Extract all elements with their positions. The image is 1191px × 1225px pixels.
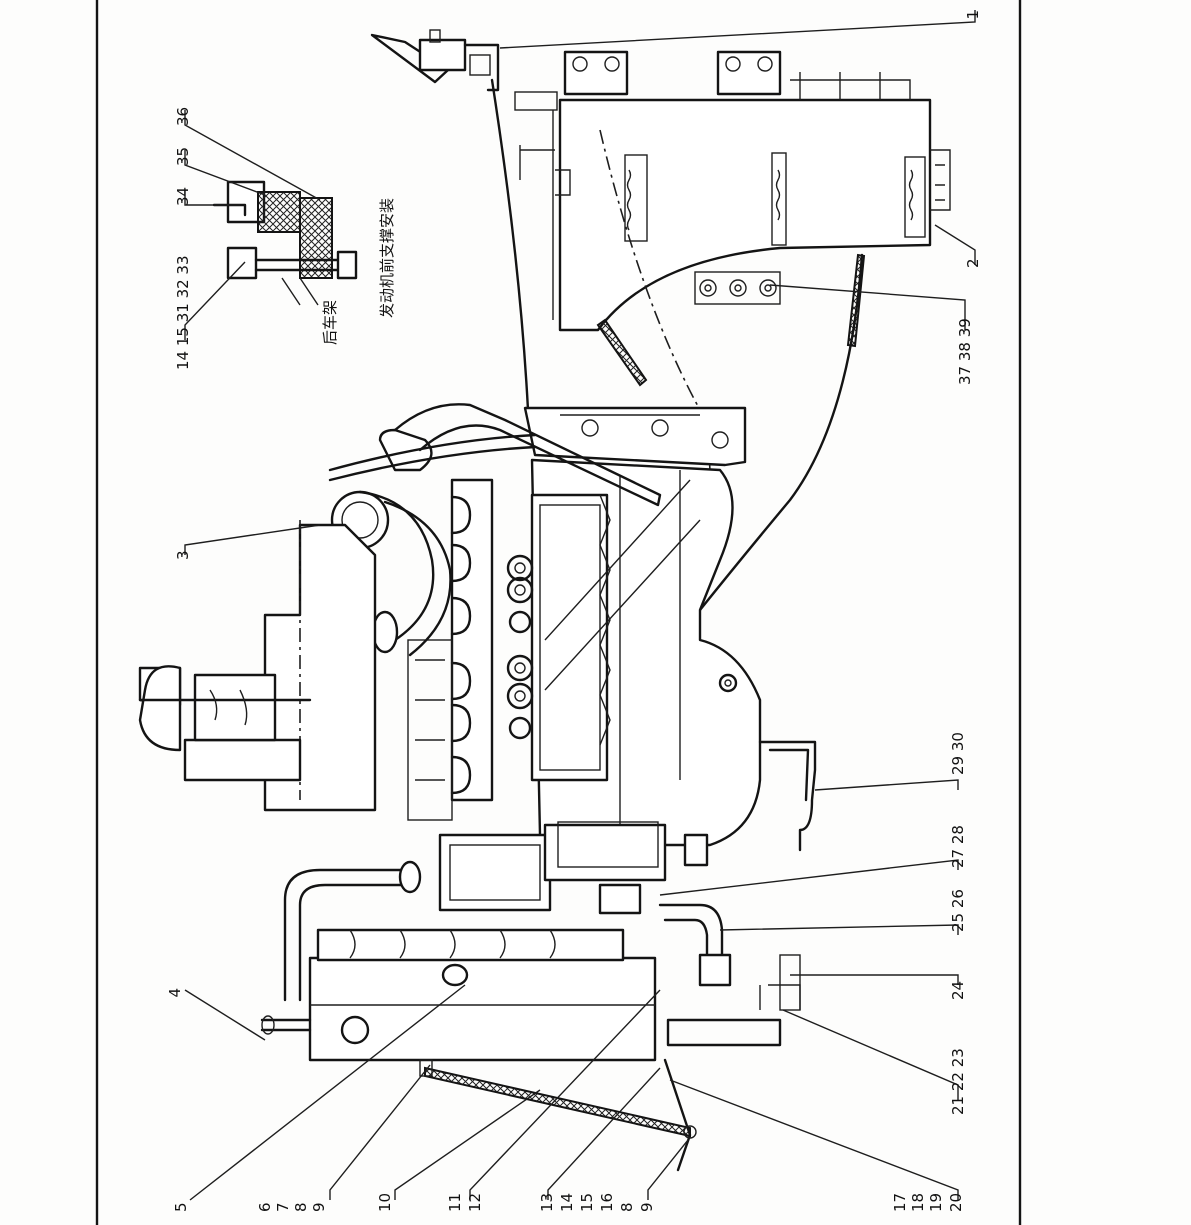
engine-block bbox=[506, 406, 762, 847]
label-34: 34 bbox=[174, 187, 192, 206]
label-11: 11 bbox=[446, 1193, 464, 1212]
label-21-23: 21 22 23 bbox=[949, 1048, 967, 1115]
label-15: 15 bbox=[578, 1193, 596, 1212]
label-7: 7 bbox=[274, 1202, 292, 1212]
label-10: 10 bbox=[376, 1193, 394, 1212]
label-35: 35 bbox=[174, 147, 192, 166]
fuel-tank bbox=[514, 50, 951, 387]
dashed-route bbox=[579, 129, 711, 741]
radiator bbox=[308, 928, 657, 1062]
label-37-39: 37 38 39 bbox=[956, 318, 974, 385]
label-5: 5 bbox=[172, 1202, 190, 1212]
fan-pulley bbox=[438, 821, 709, 915]
air-cleaner bbox=[138, 520, 377, 812]
label-19: 19 bbox=[927, 1193, 945, 1212]
label-20: 20 bbox=[947, 1193, 965, 1212]
label-29-30: 29 30 bbox=[949, 732, 967, 775]
fuel-filler-bracket bbox=[370, 29, 500, 92]
label-36: 36 bbox=[174, 107, 192, 126]
exhaust-manifold bbox=[407, 478, 494, 821]
frame-line-upper bbox=[490, 78, 530, 412]
label-9b: 9 bbox=[638, 1202, 656, 1212]
label-4: 4 bbox=[166, 988, 184, 998]
label-27-28: 27 28 bbox=[949, 825, 967, 868]
part-labels: 1 2 3 4 5 6 7 8 9 10 11 12 13 14 15 16 8… bbox=[166, 10, 982, 1212]
leader-lines bbox=[184, 10, 976, 1201]
label-9: 9 bbox=[310, 1202, 328, 1212]
label-14-33: 14 15 31 32 33 bbox=[174, 255, 192, 370]
caption-rear-frame: 后车架 bbox=[321, 300, 339, 345]
label-13: 13 bbox=[538, 1193, 556, 1212]
label-8b: 8 bbox=[618, 1202, 636, 1212]
label-16: 16 bbox=[598, 1193, 616, 1212]
caption-front-support: 发动机前支撑安装 bbox=[378, 198, 396, 318]
label-6: 6 bbox=[256, 1202, 274, 1212]
label-18: 18 bbox=[909, 1193, 927, 1212]
label-24: 24 bbox=[949, 981, 967, 1000]
front-support-detail bbox=[212, 180, 358, 306]
coolant-hoses bbox=[283, 860, 801, 1047]
label-25-26: 25 26 bbox=[949, 889, 967, 932]
label-2: 2 bbox=[964, 258, 982, 268]
label-12: 12 bbox=[466, 1193, 484, 1212]
frame-line-lower bbox=[698, 253, 864, 612]
label-14: 14 bbox=[558, 1193, 576, 1212]
label-3: 3 bbox=[174, 550, 192, 560]
dipstick-inner bbox=[768, 748, 810, 802]
support-rods bbox=[260, 1015, 697, 1172]
dipstick-tube bbox=[758, 740, 817, 852]
label-17: 17 bbox=[891, 1193, 909, 1212]
label-1: 1 bbox=[964, 10, 982, 20]
label-8: 8 bbox=[292, 1202, 310, 1212]
